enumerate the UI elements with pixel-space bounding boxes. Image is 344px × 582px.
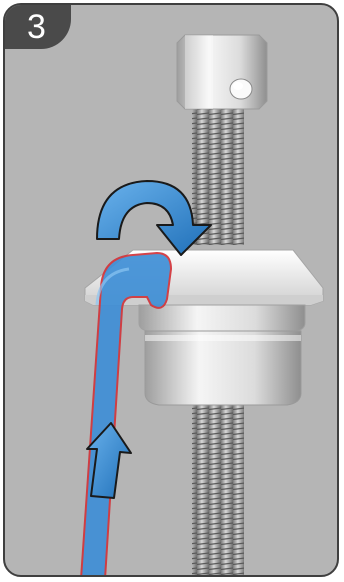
illustration — [80, 34, 324, 575]
illustration-frame: 3 — [3, 3, 339, 577]
curved-arrow-clockwise-icon — [96, 180, 212, 256]
up-arrow-icon — [86, 422, 132, 499]
hex-nut — [176, 34, 268, 110]
step-number-badge: 3 — [5, 5, 71, 49]
threaded-rod — [192, 105, 244, 575]
